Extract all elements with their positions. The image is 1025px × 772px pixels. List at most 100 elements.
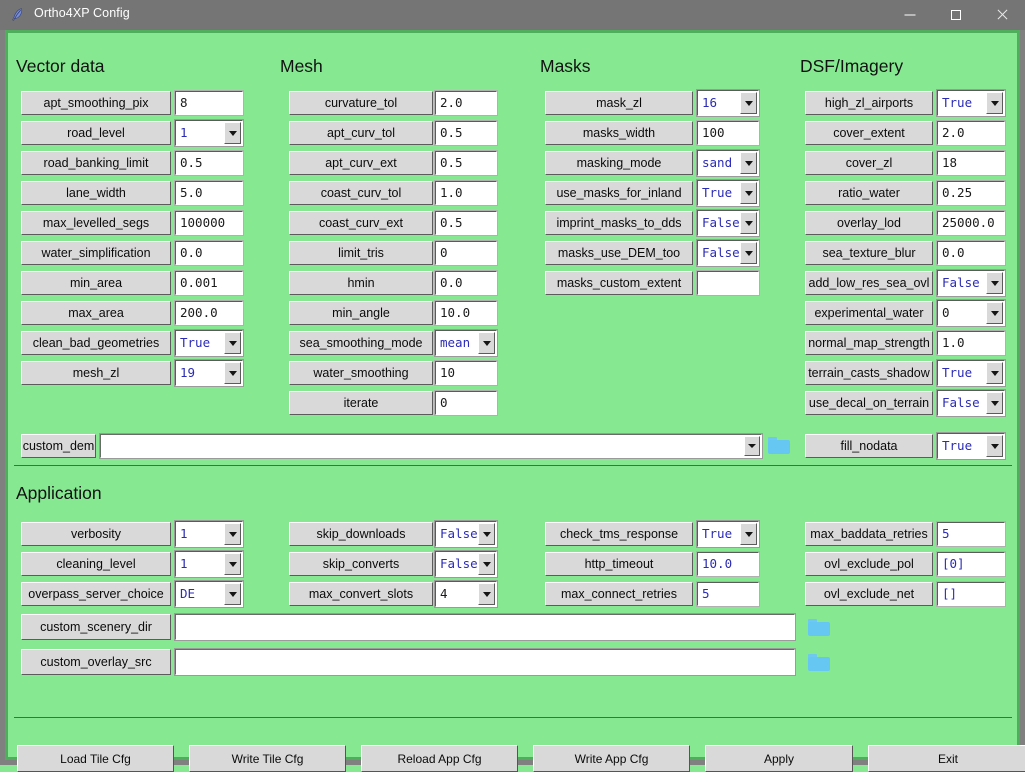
- input-custom_dem[interactable]: [99, 433, 763, 459]
- browse-folder-button-custom_dem[interactable]: [768, 437, 790, 454]
- label-button-ovl_exclude_pol[interactable]: ovl_exclude_pol: [805, 552, 933, 576]
- input-max_levelled_segs[interactable]: 100000: [174, 210, 244, 236]
- input-http_timeout[interactable]: 10.0: [696, 551, 760, 577]
- chevron-down-icon[interactable]: [478, 523, 495, 545]
- action-button-reload-app-cfg[interactable]: Reload App Cfg: [361, 745, 518, 772]
- label-button-experimental_water[interactable]: experimental_water: [805, 301, 933, 325]
- chevron-down-icon[interactable]: [478, 332, 495, 354]
- label-button-sea_texture_blur[interactable]: sea_texture_blur: [805, 241, 933, 265]
- input-ratio_water[interactable]: 0.25: [936, 180, 1006, 206]
- combobox-sea_smoothing_mode[interactable]: mean: [434, 329, 498, 357]
- chevron-down-icon[interactable]: [986, 392, 1003, 414]
- combobox-masking_mode[interactable]: sand: [696, 149, 760, 177]
- chevron-down-icon[interactable]: [224, 122, 241, 144]
- label-button-hmin[interactable]: hmin: [289, 271, 433, 295]
- label-button-custom_dem[interactable]: custom_dem: [21, 434, 96, 458]
- label-button-limit_tris[interactable]: limit_tris: [289, 241, 433, 265]
- label-button-min_area[interactable]: min_area: [21, 271, 171, 295]
- label-button-http_timeout[interactable]: http_timeout: [545, 552, 693, 576]
- combobox-high_zl_airports[interactable]: True: [936, 89, 1006, 117]
- label-button-overlay_lod[interactable]: overlay_lod: [805, 211, 933, 235]
- label-button-sea_smoothing_mode[interactable]: sea_smoothing_mode: [289, 331, 433, 355]
- input-overlay_lod[interactable]: 25000.0: [936, 210, 1006, 236]
- chevron-down-icon[interactable]: [986, 435, 1003, 457]
- label-button-masks_use_DEM_too[interactable]: masks_use_DEM_too: [545, 241, 693, 265]
- input-cover_zl[interactable]: 18: [936, 150, 1006, 176]
- label-button-apt_curv_ext[interactable]: apt_curv_ext: [289, 151, 433, 175]
- chevron-down-icon[interactable]: [224, 523, 241, 545]
- input-water_smoothing[interactable]: 10: [434, 360, 498, 386]
- label-button-use_masks_for_inland[interactable]: use_masks_for_inland: [545, 181, 693, 205]
- label-button-terrain_casts_shadow[interactable]: terrain_casts_shadow: [805, 361, 933, 385]
- input-masks_custom_extent[interactable]: [696, 270, 760, 296]
- browse-folder-button-custom_scenery_dir[interactable]: [808, 619, 830, 636]
- action-button-exit[interactable]: Exit: [868, 745, 1025, 772]
- label-button-skip_converts[interactable]: skip_converts: [289, 552, 433, 576]
- chevron-down-icon[interactable]: [986, 272, 1003, 294]
- chevron-down-icon[interactable]: [740, 242, 757, 264]
- combobox-overpass_server_choice[interactable]: DE: [174, 580, 244, 608]
- label-button-masks_custom_extent[interactable]: masks_custom_extent: [545, 271, 693, 295]
- input-lane_width[interactable]: 5.0: [174, 180, 244, 206]
- chevron-down-icon[interactable]: [740, 182, 757, 204]
- label-button-use_decal_on_terrain[interactable]: use_decal_on_terrain: [805, 391, 933, 415]
- label-button-cover_zl[interactable]: cover_zl: [805, 151, 933, 175]
- label-button-clean_bad_geometries[interactable]: clean_bad_geometries: [21, 331, 171, 355]
- input-curvature_tol[interactable]: 2.0: [434, 90, 498, 116]
- label-button-road_level[interactable]: road_level: [21, 121, 171, 145]
- input-coast_curv_tol[interactable]: 1.0: [434, 180, 498, 206]
- close-button[interactable]: [979, 0, 1025, 30]
- input-masks_width[interactable]: 100: [696, 120, 760, 146]
- combobox-road_level[interactable]: 1: [174, 119, 244, 147]
- label-button-min_angle[interactable]: min_angle: [289, 301, 433, 325]
- label-button-custom_overlay_src[interactable]: custom_overlay_src: [21, 649, 171, 675]
- label-button-high_zl_airports[interactable]: high_zl_airports: [805, 91, 933, 115]
- label-button-mesh_zl[interactable]: mesh_zl: [21, 361, 171, 385]
- input-normal_map_strength[interactable]: 1.0: [936, 330, 1006, 356]
- label-button-ratio_water[interactable]: ratio_water: [805, 181, 933, 205]
- label-button-mask_zl[interactable]: mask_zl: [545, 91, 693, 115]
- label-button-imprint_masks_to_dds[interactable]: imprint_masks_to_dds: [545, 211, 693, 235]
- combobox-skip_downloads[interactable]: False: [434, 520, 498, 548]
- input-custom_scenery_dir[interactable]: [174, 613, 796, 641]
- label-button-cover_extent[interactable]: cover_extent: [805, 121, 933, 145]
- combobox-check_tms_response[interactable]: True: [696, 520, 760, 548]
- combobox-add_low_res_sea_ovl[interactable]: False: [936, 269, 1006, 297]
- input-iterate[interactable]: 0: [434, 390, 498, 416]
- label-button-add_low_res_sea_ovl[interactable]: add_low_res_sea_ovl: [805, 271, 933, 295]
- combobox-max_convert_slots[interactable]: 4: [434, 580, 498, 608]
- action-button-apply[interactable]: Apply: [705, 745, 853, 772]
- action-button-write-app-cfg[interactable]: Write App Cfg: [533, 745, 690, 772]
- combobox-use_masks_for_inland[interactable]: True: [696, 179, 760, 207]
- input-min_area[interactable]: 0.001: [174, 270, 244, 296]
- input-water_simplification[interactable]: 0.0: [174, 240, 244, 266]
- chevron-down-icon[interactable]: [986, 302, 1003, 324]
- combobox-skip_converts[interactable]: False: [434, 550, 498, 578]
- label-button-overpass_server_choice[interactable]: overpass_server_choice: [21, 582, 171, 606]
- label-button-apt_curv_tol[interactable]: apt_curv_tol: [289, 121, 433, 145]
- label-button-road_banking_limit[interactable]: road_banking_limit: [21, 151, 171, 175]
- chevron-down-icon[interactable]: [224, 362, 241, 384]
- minimize-button[interactable]: [887, 0, 933, 30]
- label-button-coast_curv_ext[interactable]: coast_curv_ext: [289, 211, 433, 235]
- input-sea_texture_blur[interactable]: 0.0: [936, 240, 1006, 266]
- label-button-masking_mode[interactable]: masking_mode: [545, 151, 693, 175]
- label-button-cleaning_level[interactable]: cleaning_level: [21, 552, 171, 576]
- chevron-down-icon[interactable]: [740, 212, 757, 234]
- input-ovl_exclude_net[interactable]: []: [936, 581, 1006, 607]
- input-ovl_exclude_pol[interactable]: [0]: [936, 551, 1006, 577]
- combobox-masks_use_DEM_too[interactable]: False: [696, 239, 760, 267]
- combobox-imprint_masks_to_dds[interactable]: False: [696, 209, 760, 237]
- input-limit_tris[interactable]: 0: [434, 240, 498, 266]
- label-button-fill_nodata[interactable]: fill_nodata: [805, 434, 933, 458]
- input-max_area[interactable]: 200.0: [174, 300, 244, 326]
- action-button-write-tile-cfg[interactable]: Write Tile Cfg: [189, 745, 346, 772]
- label-button-lane_width[interactable]: lane_width: [21, 181, 171, 205]
- label-button-skip_downloads[interactable]: skip_downloads: [289, 522, 433, 546]
- input-min_angle[interactable]: 10.0: [434, 300, 498, 326]
- browse-folder-button-custom_overlay_src[interactable]: [808, 654, 830, 671]
- label-button-ovl_exclude_net[interactable]: ovl_exclude_net: [805, 582, 933, 606]
- action-button-load-tile-cfg[interactable]: Load Tile Cfg: [17, 745, 174, 772]
- input-apt_smoothing_pix[interactable]: 8: [174, 90, 244, 116]
- input-road_banking_limit[interactable]: 0.5: [174, 150, 244, 176]
